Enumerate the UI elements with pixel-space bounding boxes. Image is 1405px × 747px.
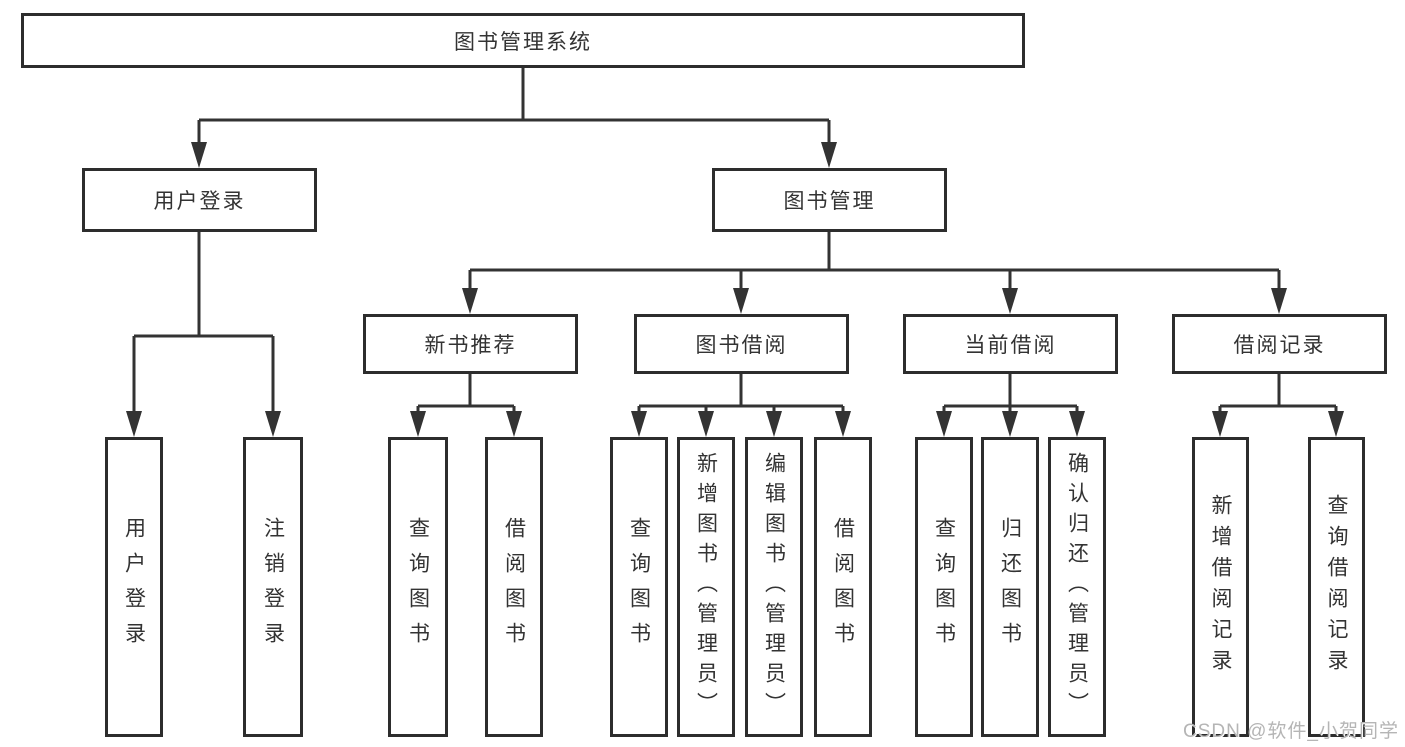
arrowhead: [410, 411, 426, 437]
leaf-query-borrow-record: 查询借阅记录: [1308, 437, 1365, 737]
leaf-label: 查询图书: [406, 517, 430, 657]
leaf-label: 归还图书: [998, 517, 1022, 657]
arrowhead: [1002, 411, 1018, 437]
leaf-add-borrow-record: 新增借阅记录: [1192, 437, 1249, 737]
arrowhead: [265, 411, 281, 437]
arrowhead: [1328, 411, 1344, 437]
connector-newbooks-to-leaves: [416, 374, 516, 416]
arrowhead: [1002, 288, 1018, 314]
leaf-query-books-1: 查询图书: [388, 437, 448, 737]
leaf-label: 编辑图书（管理员）: [762, 452, 786, 722]
leaf-label: 新增借阅记录: [1209, 494, 1232, 680]
node-borrow-record: 借阅记录: [1172, 314, 1387, 374]
arrowhead: [462, 288, 478, 314]
leaf-label: 借阅图书: [502, 517, 526, 657]
node-book-borrow: 图书借阅: [634, 314, 849, 374]
leaf-label: 新增图书（管理员）: [694, 452, 718, 722]
arrowhead: [1069, 411, 1085, 437]
arrowhead: [821, 142, 837, 168]
leaf-label: 用户登录: [122, 517, 146, 657]
leaf-label: 注销登录: [261, 517, 285, 657]
node-current-borrow: 当前借阅: [903, 314, 1118, 374]
leaf-borrow-books-2: 借阅图书: [814, 437, 872, 737]
leaf-user-login: 用户登录: [105, 437, 163, 737]
arrowhead: [506, 411, 522, 437]
node-book-management: 图书管理: [712, 168, 947, 232]
arrowhead: [1212, 411, 1228, 437]
connector-borrowrecords-to-leaves: [1218, 374, 1338, 416]
leaf-label: 查询图书: [932, 517, 956, 657]
arrowhead: [698, 411, 714, 437]
connector-root-to-level2: [197, 68, 831, 148]
arrowhead: [733, 288, 749, 314]
arrowhead: [766, 411, 782, 437]
node-root: 图书管理系统: [21, 13, 1025, 68]
leaf-label: 借阅图书: [831, 517, 855, 657]
arrowhead: [631, 411, 647, 437]
leaf-query-books-3: 查询图书: [915, 437, 973, 737]
leaf-label: 查询图书: [627, 517, 651, 657]
connector-bookmgmt-to-level3: [468, 232, 1281, 293]
leaf-edit-book-admin: 编辑图书（管理员）: [745, 437, 803, 737]
arrowhead: [835, 411, 851, 437]
leaf-add-book-admin: 新增图书（管理员）: [677, 437, 735, 737]
arrowhead: [1271, 288, 1287, 314]
leaf-logout: 注销登录: [243, 437, 303, 737]
node-user-login: 用户登录: [82, 168, 317, 232]
arrowheads: [126, 142, 1344, 437]
arrowhead: [126, 411, 142, 437]
arrowhead: [191, 142, 207, 168]
leaf-borrow-books-1: 借阅图书: [485, 437, 543, 737]
connector-userlogin-to-leaves: [132, 232, 275, 416]
leaf-label: 确认归还（管理员）: [1065, 452, 1089, 722]
connector-currentborrow-to-leaves: [942, 374, 1079, 416]
node-new-book-recommend: 新书推荐: [363, 314, 578, 374]
leaf-return-book: 归还图书: [981, 437, 1039, 737]
leaf-query-books-2: 查询图书: [610, 437, 668, 737]
leaf-confirm-return-admin: 确认归还（管理员）: [1048, 437, 1106, 737]
watermark: CSDN @软件_小贺同学: [1183, 721, 1399, 742]
connector-bookborrow-to-leaves: [637, 374, 845, 416]
leaf-label: 查询借阅记录: [1325, 494, 1348, 680]
arrowhead: [936, 411, 952, 437]
